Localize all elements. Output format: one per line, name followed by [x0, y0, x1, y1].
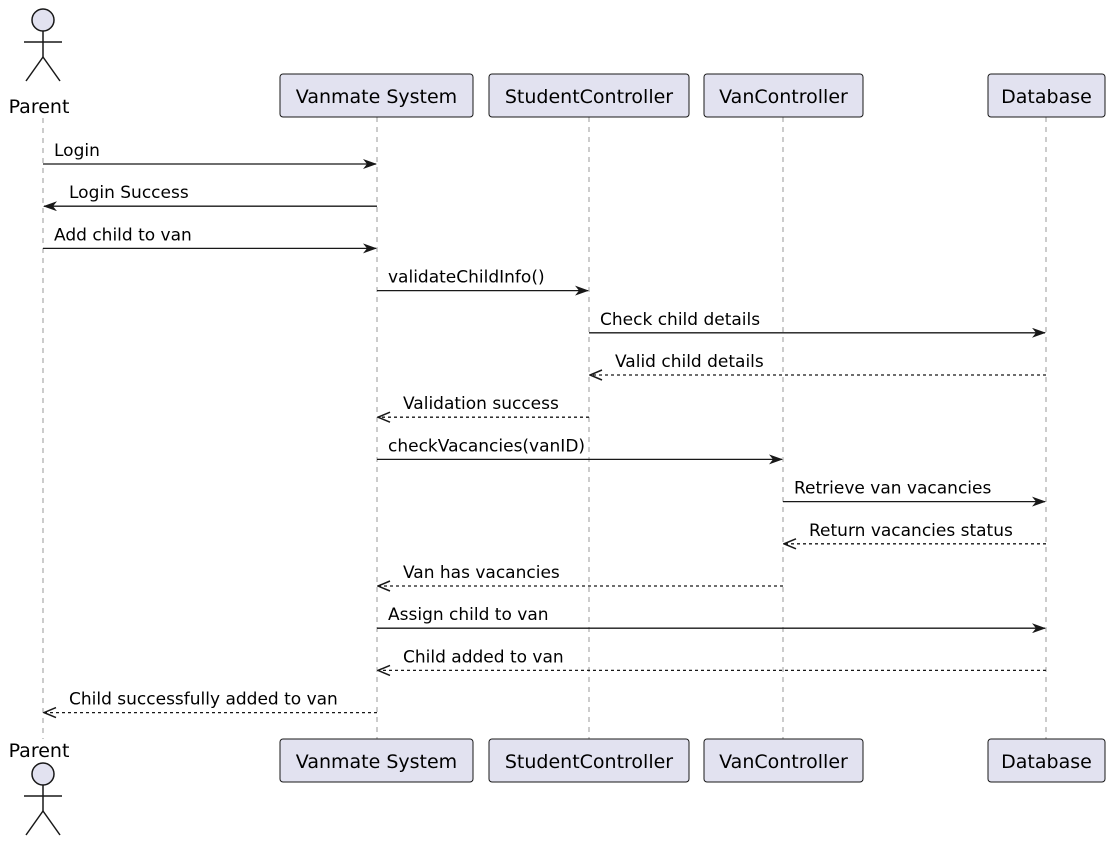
message-label: checkVacancies(vanID): [388, 436, 585, 456]
participant-box: [488, 73, 690, 118]
message-10: Return vacancies status: [784, 521, 1046, 544]
message-label: Retrieve van vacancies: [794, 479, 991, 499]
message-3: Add child to van: [43, 225, 377, 254]
message-4: validateChildInfo(): [377, 268, 589, 296]
message-13: Child added to van: [378, 647, 1046, 670]
message-label: Add child to van: [54, 225, 192, 245]
participant-van-top: VanController: [703, 73, 864, 118]
participant-label: VanController: [719, 86, 848, 108]
actor-label-bottom: Parent: [9, 740, 70, 762]
actor-head: [31, 8, 55, 32]
message-11: Van has vacancies: [378, 563, 783, 586]
message-9: Retrieve van vacancies: [783, 479, 1046, 507]
participant-box: [987, 73, 1106, 118]
participant-box: [987, 738, 1106, 783]
participant-van-bottom: VanController: [703, 738, 864, 783]
message-1: Login: [43, 141, 377, 169]
message-5: Check child details: [589, 310, 1046, 338]
participant-vanmate-bottom: Vanmate System: [279, 738, 474, 783]
participant-vanmate-top: Vanmate System: [279, 73, 474, 118]
message-6: Valid child details: [590, 352, 1046, 375]
participant-box: [703, 738, 864, 783]
message-label: Return vacancies status: [809, 521, 1013, 541]
message-8: checkVacancies(vanID): [377, 436, 783, 465]
message-label: Check child details: [600, 310, 760, 330]
message-label: Validation success: [403, 394, 559, 414]
participant-box: [488, 738, 690, 783]
participant-student-top: StudentController: [488, 73, 690, 118]
actor-left-leg: [25, 810, 44, 836]
message-label: Child successfully added to van: [69, 690, 338, 710]
message-label: Child added to van: [403, 647, 564, 667]
message-label: Login: [54, 141, 100, 161]
participant-label: Database: [1001, 751, 1092, 773]
message-label: validateChildInfo(): [388, 268, 545, 288]
participant-label: VanController: [719, 751, 848, 773]
actor-figure-bottom: [24, 762, 62, 836]
message-14: Child successfully added to van: [44, 690, 377, 713]
participant-box: [703, 73, 864, 118]
participant-student-bottom: StudentController: [488, 738, 690, 783]
participant-box: [279, 73, 474, 118]
actor-right-leg: [42, 56, 61, 82]
actor-right-leg: [42, 810, 61, 836]
participant-label: StudentController: [505, 751, 673, 773]
message-label: Login Success: [69, 183, 189, 203]
participant-db-bottom: Database: [987, 738, 1106, 783]
message-label: Assign child to van: [388, 605, 549, 625]
participant-label: Database: [1001, 86, 1092, 108]
actor-figure-top: [24, 8, 62, 82]
actor-left-leg: [25, 56, 44, 82]
participant-db-top: Database: [987, 73, 1106, 118]
participant-box: [279, 738, 474, 783]
message-label: Van has vacancies: [403, 563, 560, 583]
message-label: Valid child details: [615, 352, 764, 372]
participant-label: StudentController: [505, 86, 673, 108]
actor-label-top: Parent: [9, 96, 70, 118]
message-12: Assign child to van: [377, 605, 1046, 634]
message-7: Validation success: [378, 394, 589, 417]
participant-label: Vanmate System: [296, 86, 457, 108]
actor-head: [31, 762, 55, 786]
participant-label: Vanmate System: [296, 751, 457, 773]
message-2: Login Success: [43, 183, 377, 212]
